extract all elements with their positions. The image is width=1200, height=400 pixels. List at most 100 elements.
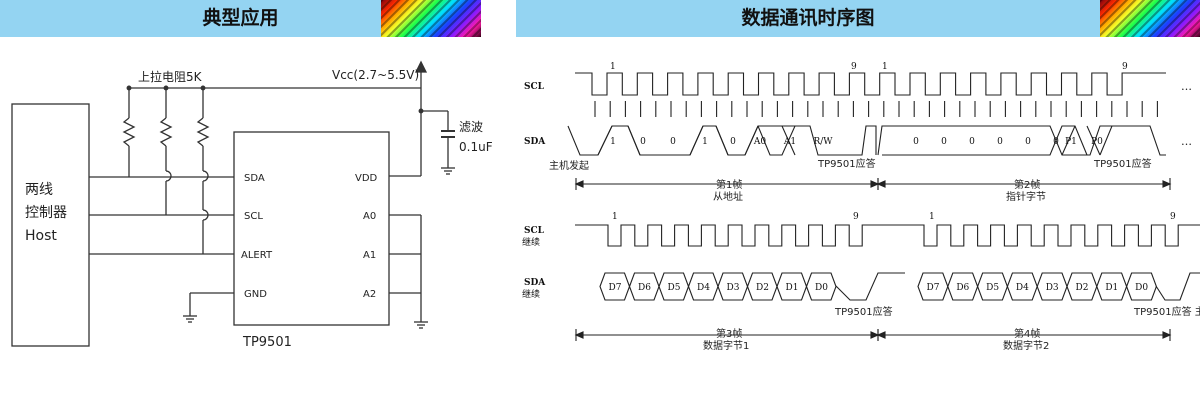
pullup-label: 上拉电阻5K bbox=[138, 69, 203, 84]
ack-4: TP9501应答 主 bbox=[1133, 305, 1200, 318]
data-bit-1: D2 bbox=[756, 283, 769, 293]
ptr-bit: 0 bbox=[969, 137, 975, 147]
ptr-bit: 0 bbox=[1053, 137, 1059, 147]
data-bit-2: D1 bbox=[1105, 283, 1118, 293]
data-bit-1: D4 bbox=[697, 283, 710, 293]
ptr-bit: 0 bbox=[913, 137, 919, 147]
pin-a1: A1 bbox=[363, 250, 376, 261]
clk-9-a: 9 bbox=[851, 62, 857, 72]
sda-ack-4 bbox=[1155, 272, 1200, 301]
pin-alert: ALERT bbox=[241, 250, 273, 261]
clk-1-b: 1 bbox=[882, 62, 888, 72]
host-label-3: Host bbox=[25, 228, 57, 244]
sda-transitions bbox=[597, 125, 796, 156]
frame4-arrow-head-r bbox=[1162, 331, 1172, 339]
pin-vdd: VDD bbox=[355, 173, 378, 184]
frame1-arrow-head-r bbox=[870, 180, 880, 188]
ptr-bit: 0 bbox=[941, 137, 947, 147]
clk-1-c: 1 bbox=[612, 212, 618, 222]
signal-scl: SCL bbox=[524, 82, 545, 92]
pin-gnd: GND bbox=[244, 289, 267, 300]
ptr-bit: P0 bbox=[1091, 137, 1103, 147]
right-title: 数据通讯时序图 bbox=[741, 7, 875, 29]
host-box bbox=[11, 103, 90, 347]
data-bit-1: D6 bbox=[638, 283, 651, 293]
frame3-l1: 第3帧 bbox=[716, 327, 742, 340]
frame3-l2: 数据字节1 bbox=[703, 339, 749, 352]
signal-scl-cont-2: 继续 bbox=[522, 236, 540, 248]
scl-waveform bbox=[575, 72, 1166, 96]
resistor-1 bbox=[122, 88, 136, 177]
frame4-arrow-head-l bbox=[876, 331, 886, 339]
frame3-arrow-head-r bbox=[870, 331, 880, 339]
left-title: 典型应用 bbox=[202, 7, 279, 29]
clk-1-a: 1 bbox=[610, 62, 616, 72]
ptr-bit: 0 bbox=[1025, 137, 1031, 147]
addr-bit: A0 bbox=[753, 137, 766, 147]
ptr-bit: P1 bbox=[1065, 137, 1077, 147]
frame4-l2: 数据字节2 bbox=[1003, 339, 1049, 352]
sda-waveform-2 bbox=[877, 125, 1166, 156]
addr-bit: 0 bbox=[670, 137, 676, 147]
chip-name: TP9501 bbox=[242, 335, 292, 350]
ack-1: TP9501应答 bbox=[817, 157, 876, 170]
signal-sda: SDA bbox=[524, 137, 546, 147]
master-start: 主机发起 bbox=[549, 159, 589, 172]
clk-9-d: 9 bbox=[1170, 212, 1176, 222]
addr-bit: 1 bbox=[702, 137, 708, 147]
pin-scl: SCL bbox=[244, 211, 263, 222]
vcc-label: Vcc(2.7~5.5V) bbox=[332, 68, 419, 82]
filter-label: 滤波 bbox=[459, 120, 483, 134]
data-bit-2: D3 bbox=[1046, 283, 1059, 293]
ack-2: TP9501应答 bbox=[1093, 157, 1152, 170]
vcc-arrow bbox=[414, 60, 428, 73]
data-bit-1: D0 bbox=[815, 283, 828, 293]
data-bit-2: D0 bbox=[1135, 283, 1148, 293]
sda-ack-3 bbox=[835, 272, 905, 301]
addr-bit: 1 bbox=[610, 137, 616, 147]
frame2-l1: 第2帧 bbox=[1014, 178, 1040, 191]
ellipsis-sda: … bbox=[1181, 135, 1192, 148]
ellipsis-scl: … bbox=[1181, 80, 1192, 93]
pin-a2: A2 bbox=[363, 289, 376, 300]
frame1-l1: 第1帧 bbox=[716, 178, 742, 191]
cap-label: 0.1uF bbox=[459, 140, 493, 154]
data-bit-1: D7 bbox=[609, 283, 622, 293]
frame2-l2: 指针字节 bbox=[1006, 190, 1046, 203]
rainbow-logo-left bbox=[381, 0, 481, 37]
addr-bit: 0 bbox=[730, 137, 736, 147]
circuit-diagram bbox=[11, 60, 455, 347]
resistor-3 bbox=[196, 88, 210, 254]
scl-cont-waveform bbox=[575, 224, 1200, 247]
frame2-arrow-head-l bbox=[876, 180, 886, 188]
data-bit-2: D2 bbox=[1076, 283, 1089, 293]
data-bit-1: D1 bbox=[786, 283, 799, 293]
addr-bit: A1 bbox=[783, 137, 796, 147]
chip-box bbox=[233, 131, 390, 326]
frame1-l2: 从地址 bbox=[713, 190, 743, 203]
data-bit-1: D3 bbox=[727, 283, 740, 293]
pin-a0: A0 bbox=[363, 211, 376, 222]
data-bit-2: D6 bbox=[956, 283, 969, 293]
frame2-arrow-head-r bbox=[1162, 180, 1172, 188]
frame4-l1: 第4帧 bbox=[1014, 327, 1040, 340]
addr-bit: 0 bbox=[640, 137, 646, 147]
timing-diagram bbox=[567, 72, 1200, 341]
sda-waveform-2b bbox=[882, 125, 1113, 156]
clk-9-c: 9 bbox=[853, 212, 859, 222]
rainbow-logo-right bbox=[1100, 0, 1200, 37]
host-label-2: 控制器 bbox=[25, 205, 67, 221]
frame1-arrow-head-l bbox=[574, 180, 584, 188]
data-bit-2: D4 bbox=[1016, 283, 1029, 293]
addr-bit: R/W bbox=[813, 137, 833, 147]
right-title-bar bbox=[516, 0, 1200, 37]
pin-sda: SDA bbox=[244, 173, 265, 184]
data-bit-1: D5 bbox=[668, 283, 681, 293]
ack-3: TP9501应答 bbox=[834, 305, 893, 318]
signal-sda-cont-2: 继续 bbox=[522, 288, 540, 300]
host-label-1: 两线 bbox=[25, 182, 53, 198]
signal-sda-cont-1: SDA bbox=[524, 278, 546, 288]
data-bit-2: D5 bbox=[986, 283, 999, 293]
